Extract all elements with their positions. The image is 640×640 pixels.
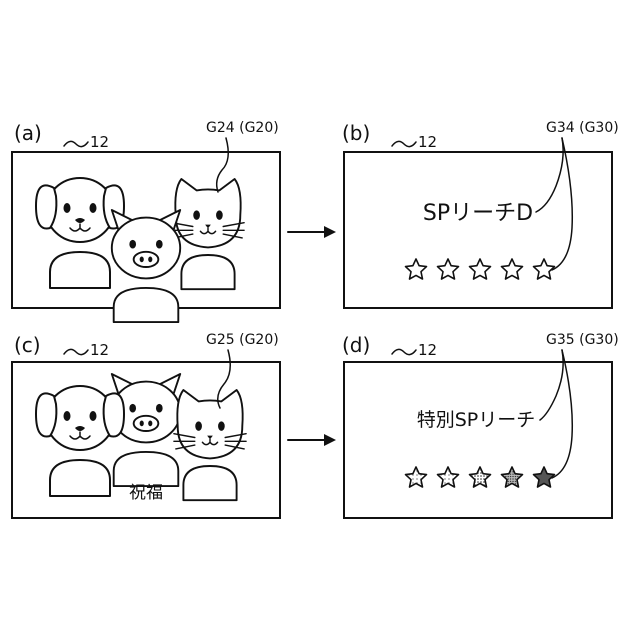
panel-label-a: (a)	[14, 121, 42, 145]
ref-number-a: 12	[90, 133, 109, 151]
cat-icon	[174, 390, 246, 500]
arrow-icon	[288, 226, 336, 238]
ref-number-b: 12	[418, 133, 437, 151]
celebration-text: 祝福	[129, 483, 163, 503]
ref-leader-b	[392, 141, 416, 146]
cat-icon	[172, 179, 244, 289]
figure-tag-c: G25 (G20)	[206, 332, 279, 348]
pig-icon	[112, 210, 180, 322]
figure-tag-a: G24 (G20)	[206, 120, 279, 136]
panel-d: (d) 12 G35 (G30) 特別SPリーチ	[342, 332, 619, 518]
ref-leader-d	[392, 349, 416, 354]
panel-a: (a) 12 G24 (G20)	[12, 120, 280, 322]
figure-tag-b: G34 (G30)	[546, 120, 619, 136]
panel-label-b: (b)	[342, 121, 370, 145]
arrow-icon	[288, 434, 336, 446]
ref-number-c: 12	[90, 341, 109, 359]
ref-leader-a	[64, 141, 88, 146]
reach-caption-b: SPリーチD	[423, 201, 533, 226]
panel-c: (c) 12 G25 (G20) 祝福	[12, 332, 280, 518]
figure-tag-d: G35 (G30)	[546, 332, 619, 348]
ref-number-d: 12	[418, 341, 437, 359]
panel-label-d: (d)	[342, 333, 370, 357]
ref-leader-c	[64, 349, 88, 354]
panel-label-c: (c)	[14, 333, 41, 357]
panel-b: (b) 12 G34 (G30) SPリーチD	[342, 120, 619, 308]
reach-caption-d: 特別SPリーチ	[417, 409, 536, 431]
